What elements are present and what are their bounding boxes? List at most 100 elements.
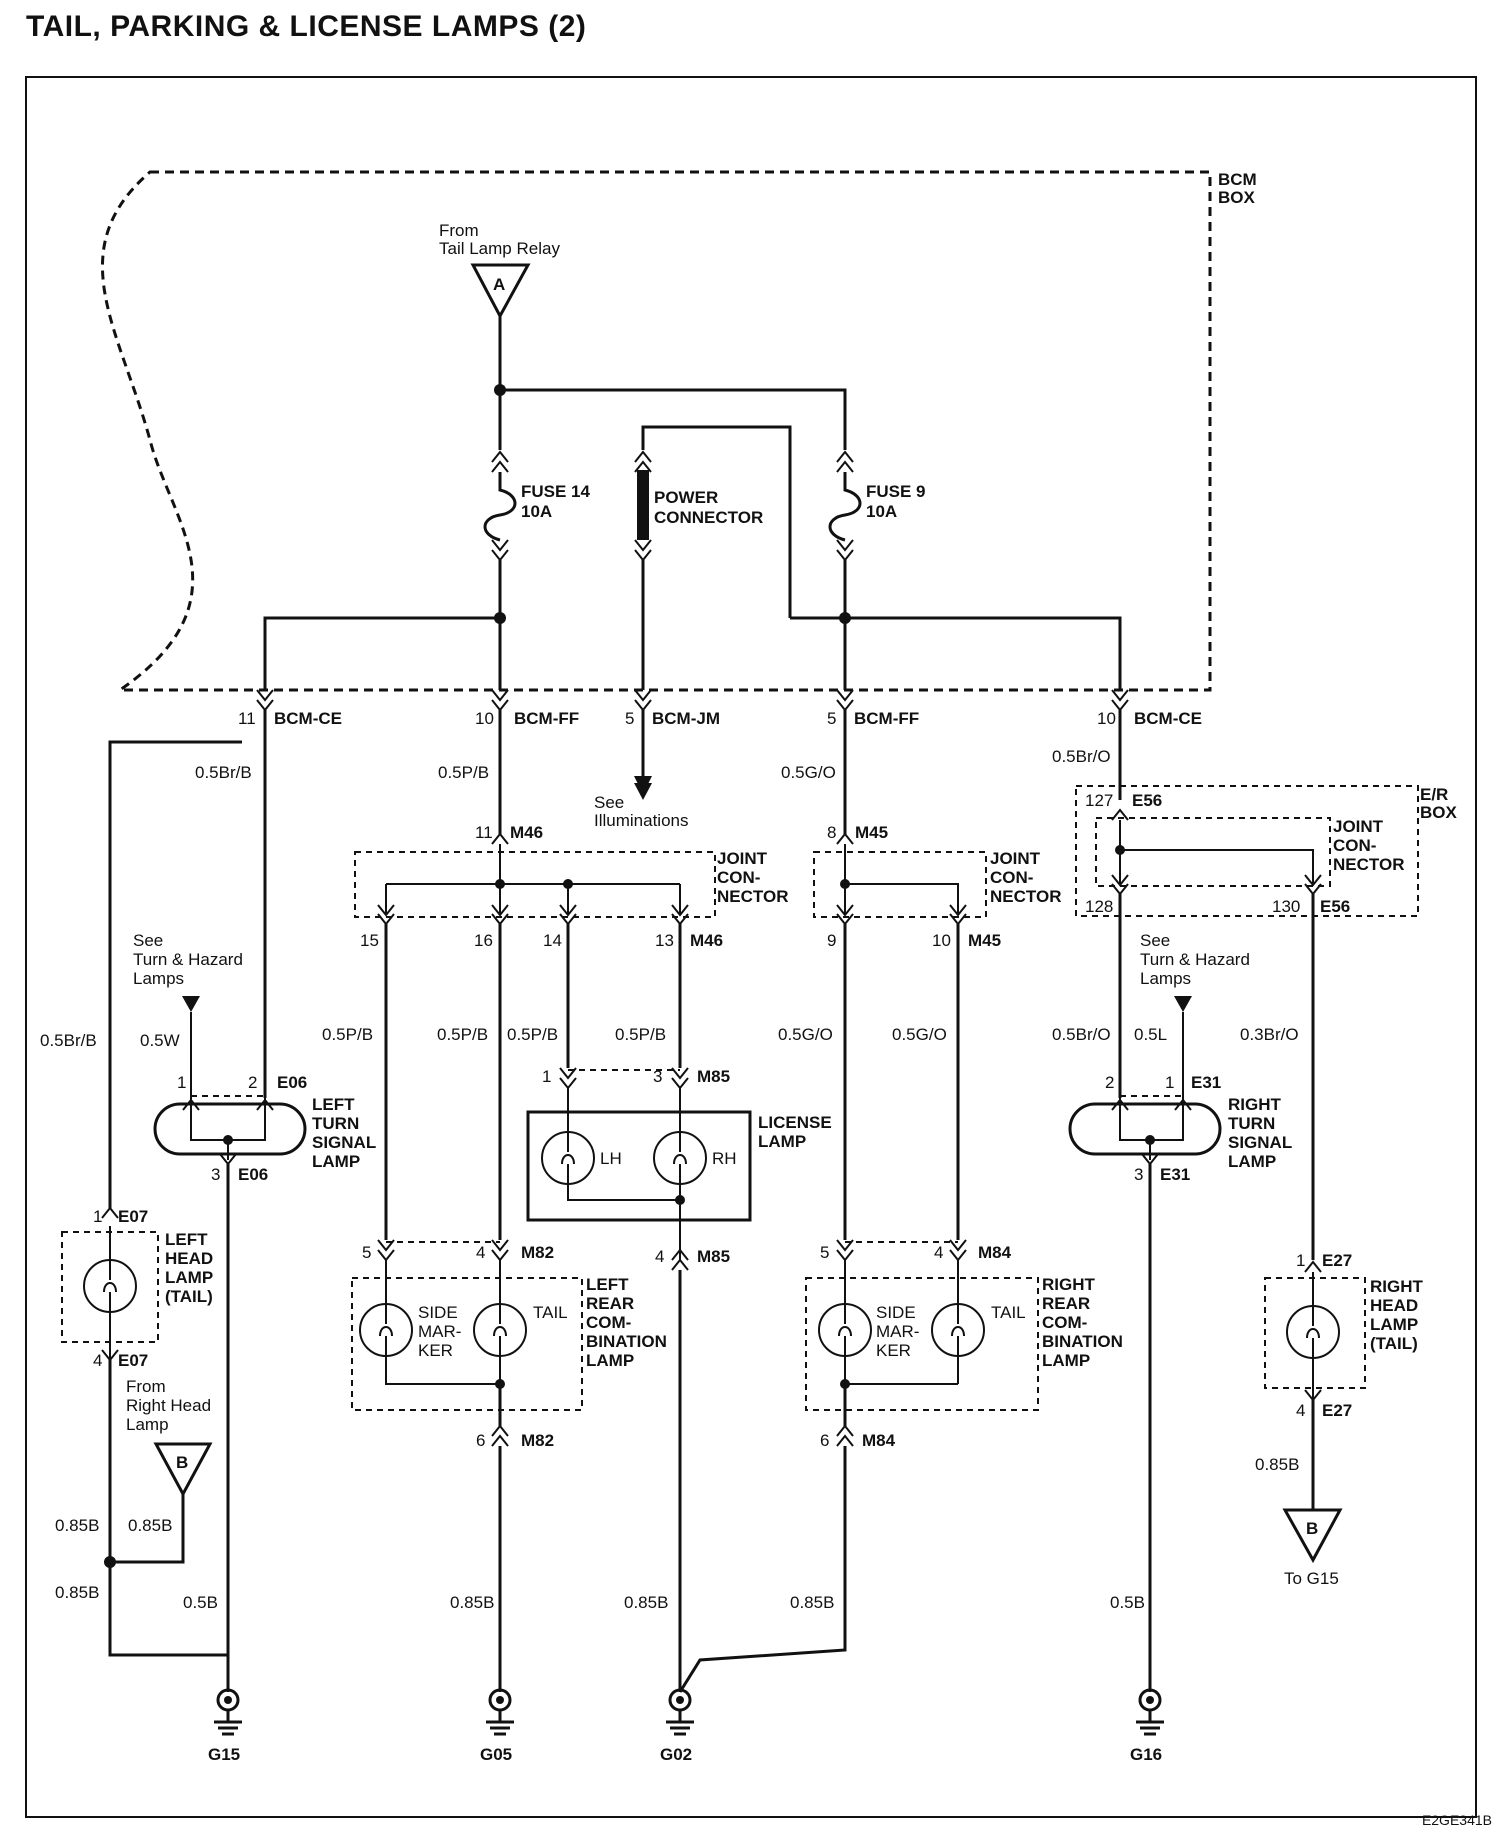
m84-connector-bottom: M84 [862,1431,896,1450]
e56-connector-top: E56 [1132,791,1162,810]
m85-connector-top: M85 [697,1067,730,1086]
m82-connector-top: M82 [521,1243,554,1262]
bcm-pin-11-ce: 11 [238,709,256,728]
e31-connector-bottom: E31 [1160,1165,1190,1184]
license-lh-label: LH [600,1149,622,1168]
bcm-pin-10-ce: 10 [1097,709,1116,728]
ground-g16-label: G16 [1130,1745,1162,1764]
ground-g16 [1136,1688,1164,1736]
bcm-pin-10-ce-name: BCM-CE [1134,709,1202,728]
m84-pin5: 5 [820,1243,829,1262]
power-connector [637,470,649,540]
e27-pin1: 1 [1296,1251,1305,1270]
er-box-outline [1075,785,1419,917]
e06-pin3: 3 [211,1165,220,1184]
m45-connector-bottom: M45 [968,931,1001,950]
ground-g02-label: G02 [660,1745,692,1764]
bcm-pin-5-ff-name: BCM-FF [854,709,919,728]
wire-05L: 0.5L [1134,1025,1167,1044]
ground-g15 [214,1688,242,1736]
license-lamp-box [526,1110,752,1222]
m46-pin14: 14 [543,931,562,950]
e27-connector-bottom: E27 [1322,1401,1352,1420]
e06-connector-top: E06 [277,1073,307,1092]
left-tail-label: TAIL [533,1303,568,1322]
connector-marker-b-to-label: B [1306,1519,1318,1538]
e07-pin4: 4 [93,1351,102,1370]
wire-05GO-m45: 0.5G/O [781,763,836,782]
m85-connector-bottom: M85 [697,1247,730,1266]
left-rear-combination-lamp-box [351,1277,583,1411]
m45-pin10: 10 [932,931,951,950]
m45-connector-top: M45 [855,823,888,842]
right-head-lamp-box [1264,1277,1366,1389]
connector-marker-b-from [153,1442,213,1498]
ground-g02 [666,1688,694,1736]
m45-pin9: 9 [827,931,836,950]
wire-05PB-16: 0.5P/B [437,1025,488,1044]
m84-pin6: 6 [820,1431,829,1450]
wire-03BrO: 0.3Br/O [1240,1025,1299,1044]
m82-connector-bottom: M82 [521,1431,554,1450]
diagram-frame [25,76,1477,1818]
wire-085B-g02: 0.85B [624,1593,668,1612]
e56-pin127: 127 [1085,791,1113,810]
e07-connector-top: E07 [118,1207,148,1226]
m82-pin5: 5 [362,1243,371,1262]
e27-pin4: 4 [1296,1401,1305,1420]
wire-05W: 0.5W [140,1031,180,1050]
m46-connector-bottom: M46 [690,931,723,950]
wire-085B-left3: 0.85B [55,1583,99,1602]
connector-marker-a-label: A [493,275,505,294]
e56-connector-bottom: E56 [1320,897,1350,916]
m84-connector-top: M84 [978,1243,1012,1262]
connector-marker-b-to [1282,1508,1343,1564]
bcm-pin-10-ff-name: BCM-FF [514,709,579,728]
joint-connector-m45 [813,851,987,918]
ground-g05-label: G05 [480,1745,512,1764]
e27-connector-top: E27 [1322,1251,1352,1270]
diagram-title: TAIL, PARKING & LICENSE LAMPS (2) [26,10,587,43]
wire-05B-g16: 0.5B [1110,1593,1145,1612]
m82-pin4: 4 [476,1243,485,1262]
wire-05B-g15: 0.5B [183,1593,218,1612]
left-turn-signal-lamp [153,1102,307,1156]
fuse-9 [828,450,862,618]
wire-085B-right-rear: 0.85B [790,1593,834,1612]
to-g15-label: To G15 [1284,1569,1339,1588]
m46-pin16: 16 [474,931,493,950]
wire-085B-left1: 0.85B [55,1516,99,1535]
connector-marker-b-from-label: B [176,1453,188,1472]
m46-pin15: 15 [360,931,379,950]
e31-pin2: 2 [1105,1073,1114,1092]
e06-connector-bottom: E06 [238,1165,268,1184]
bcm-pin-10-ff: 10 [475,709,494,728]
connector-marker-a [470,263,531,320]
wire-05PB-14: 0.5P/B [507,1025,558,1044]
wire-05PB-13: 0.5P/B [615,1025,666,1044]
m46-connector-top: M46 [510,823,543,842]
wire-05BrO-turn: 0.5Br/O [1052,1025,1111,1044]
bcm-pin-5-jm: 5 [625,709,634,728]
license-rh-label: RH [712,1149,737,1168]
e56-pin130: 130 [1272,897,1300,916]
e31-pin1: 1 [1165,1073,1174,1092]
e31-connector-top: E31 [1191,1073,1221,1092]
wire-05BrO-er: 0.5Br/O [1052,747,1111,766]
m85-pin3: 3 [653,1067,662,1086]
m85-pin1: 1 [542,1067,551,1086]
